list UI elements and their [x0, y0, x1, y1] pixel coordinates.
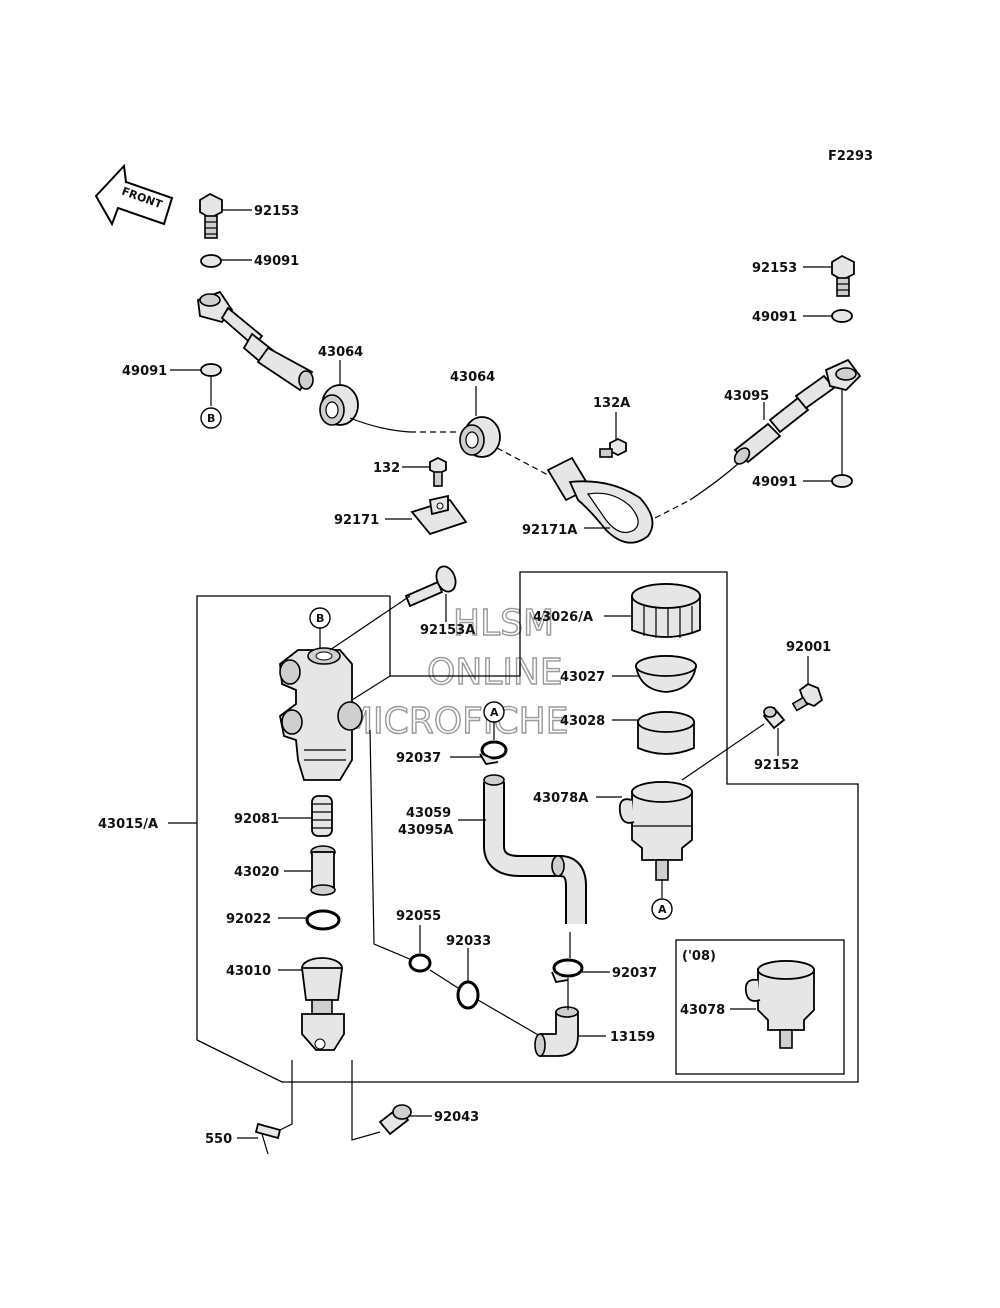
label-92022: 92022 [226, 912, 271, 927]
washer-49091-right-bottom [831, 474, 853, 488]
label-43028: 43028 [560, 714, 605, 729]
reservoir-43078 [744, 960, 815, 1049]
label-92153-left: 92153 [254, 204, 299, 219]
cap-43026A [631, 583, 701, 638]
cotter-pin-550 [254, 1122, 282, 1155]
label-43078: 43078 [680, 1003, 725, 1018]
label-49091-left-top: 49091 [254, 254, 299, 269]
label-43026A: 43026/A [533, 610, 593, 625]
label-49091-right-top: 49091 [752, 310, 797, 325]
push-rod-43010 [300, 957, 345, 1051]
label-92171: 92171 [334, 513, 379, 528]
label-132: 132 [373, 461, 400, 476]
label-92037-top: 92037 [396, 751, 441, 766]
grommet-43064-mid [459, 416, 501, 458]
washer-49091-left-bottom [200, 363, 222, 377]
watermark: HLSM ONLINE MICROFICHE [341, 602, 569, 742]
bolt-132 [429, 456, 447, 487]
hose-43059 [483, 774, 587, 924]
reservoir-43078A [618, 781, 693, 881]
variant-year-label: ('08) [682, 949, 716, 964]
label-92055: 92055 [396, 909, 441, 924]
o-ring-92055 [408, 953, 432, 973]
label-43027: 43027 [560, 670, 605, 685]
piston-43020 [310, 845, 336, 896]
clamp-92037-bottom [551, 958, 584, 984]
bolt-92153-left [199, 192, 223, 239]
spring-92081 [311, 795, 333, 837]
label-43059: 43059 [406, 806, 451, 821]
ref-b-top: B [207, 412, 215, 425]
label-43015A: 43015/A [98, 817, 158, 832]
ref-a-top: A [490, 706, 499, 719]
variant-box-08 [675, 939, 845, 1075]
label-550: 550 [205, 1132, 232, 1147]
elbow-fitting-13159 [534, 1006, 579, 1057]
label-92153-right: 92153 [752, 261, 797, 276]
label-92001: 92001 [786, 640, 831, 655]
clip-92171 [410, 481, 494, 536]
front-arrow-icon: FRONT [94, 163, 174, 227]
diaphragm-43027 [635, 655, 697, 693]
collar-92152 [762, 706, 786, 730]
assembly-frame-left [196, 595, 390, 1040]
clip-92171A [546, 456, 654, 544]
ref-b-bottom: B [316, 612, 324, 625]
bolt-92001 [791, 682, 824, 712]
bolt-92153A [404, 565, 457, 608]
label-49091-left-bottom: 49091 [122, 364, 167, 379]
label-43064-mid: 43064 [450, 370, 495, 385]
circlip-92033 [456, 980, 480, 1010]
label-92037-bottom: 92037 [612, 966, 657, 981]
label-92033: 92033 [446, 934, 491, 949]
label-43078A: 43078A [533, 791, 588, 806]
watermark-line3: MICROFICHE [342, 701, 568, 742]
label-92171A: 92171A [522, 523, 577, 538]
label-92081: 92081 [234, 812, 279, 827]
label-13159: 13159 [610, 1030, 655, 1045]
label-43095: 43095 [724, 389, 769, 404]
label-43064-left: 43064 [318, 345, 363, 360]
label-43095A: 43095A [398, 823, 453, 838]
label-49091-right-bottom: 49091 [752, 475, 797, 490]
hose-43095 [733, 358, 862, 465]
label-92043: 92043 [434, 1110, 479, 1125]
washer-49091-left-top [200, 254, 222, 268]
label-43020: 43020 [234, 865, 279, 880]
label-132A: 132A [593, 396, 630, 411]
ref-circle-b-top [200, 407, 222, 429]
plate-43028 [637, 711, 695, 755]
pin-92043 [378, 1104, 412, 1136]
ref-a-bottom: A [658, 903, 667, 916]
clamp-92037-top [479, 740, 508, 765]
master-cylinder-body [279, 647, 363, 781]
label-92153A: 92153A [420, 623, 475, 638]
figure-code: F2293 [828, 149, 873, 164]
banjo-fitting-left [197, 290, 314, 392]
ref-circle-a-bottom [651, 898, 673, 920]
label-43010: 43010 [226, 964, 271, 979]
bolt-132A [599, 437, 627, 458]
grommet-43064-left [319, 384, 359, 426]
watermark-line1: HLSM [453, 603, 554, 644]
washer-49091-right-top [831, 309, 853, 323]
circlip-92022 [305, 909, 341, 931]
bolt-92153-right [831, 254, 855, 297]
label-92152: 92152 [754, 758, 799, 773]
watermark-line2: ONLINE [427, 652, 563, 693]
